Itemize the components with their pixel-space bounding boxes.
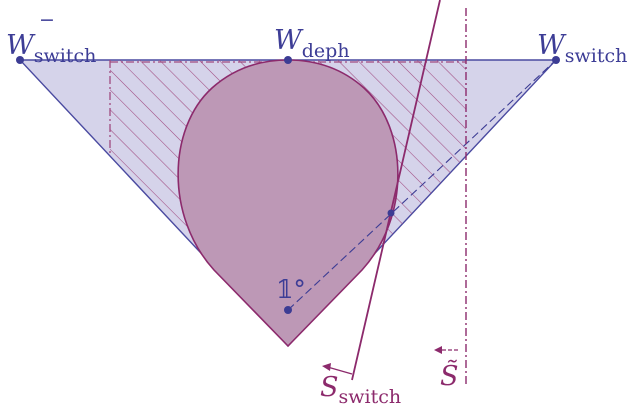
point-w-switch-minus (16, 56, 24, 64)
label-w-deph: Wdeph (274, 25, 350, 62)
label-w-switch-minus-sup: − (39, 9, 55, 31)
label-w-switch: Wswitch (537, 30, 627, 67)
label-w-switch-minus: Wswitch (6, 30, 96, 67)
label-s-switch: Sswitch (320, 372, 401, 408)
s-switch-arrowhead (322, 363, 331, 371)
label-s-tilde: S̃ (440, 359, 459, 392)
label-identity: 𝟙° (276, 275, 306, 304)
s-tilde-arrowhead (434, 346, 442, 354)
point-intersection (387, 209, 395, 217)
s-switch-line (351, 0, 441, 381)
point-identity (284, 306, 292, 314)
point-w-switch (552, 56, 560, 64)
point-w-deph (284, 56, 292, 64)
dashed-segment (287, 59, 557, 311)
